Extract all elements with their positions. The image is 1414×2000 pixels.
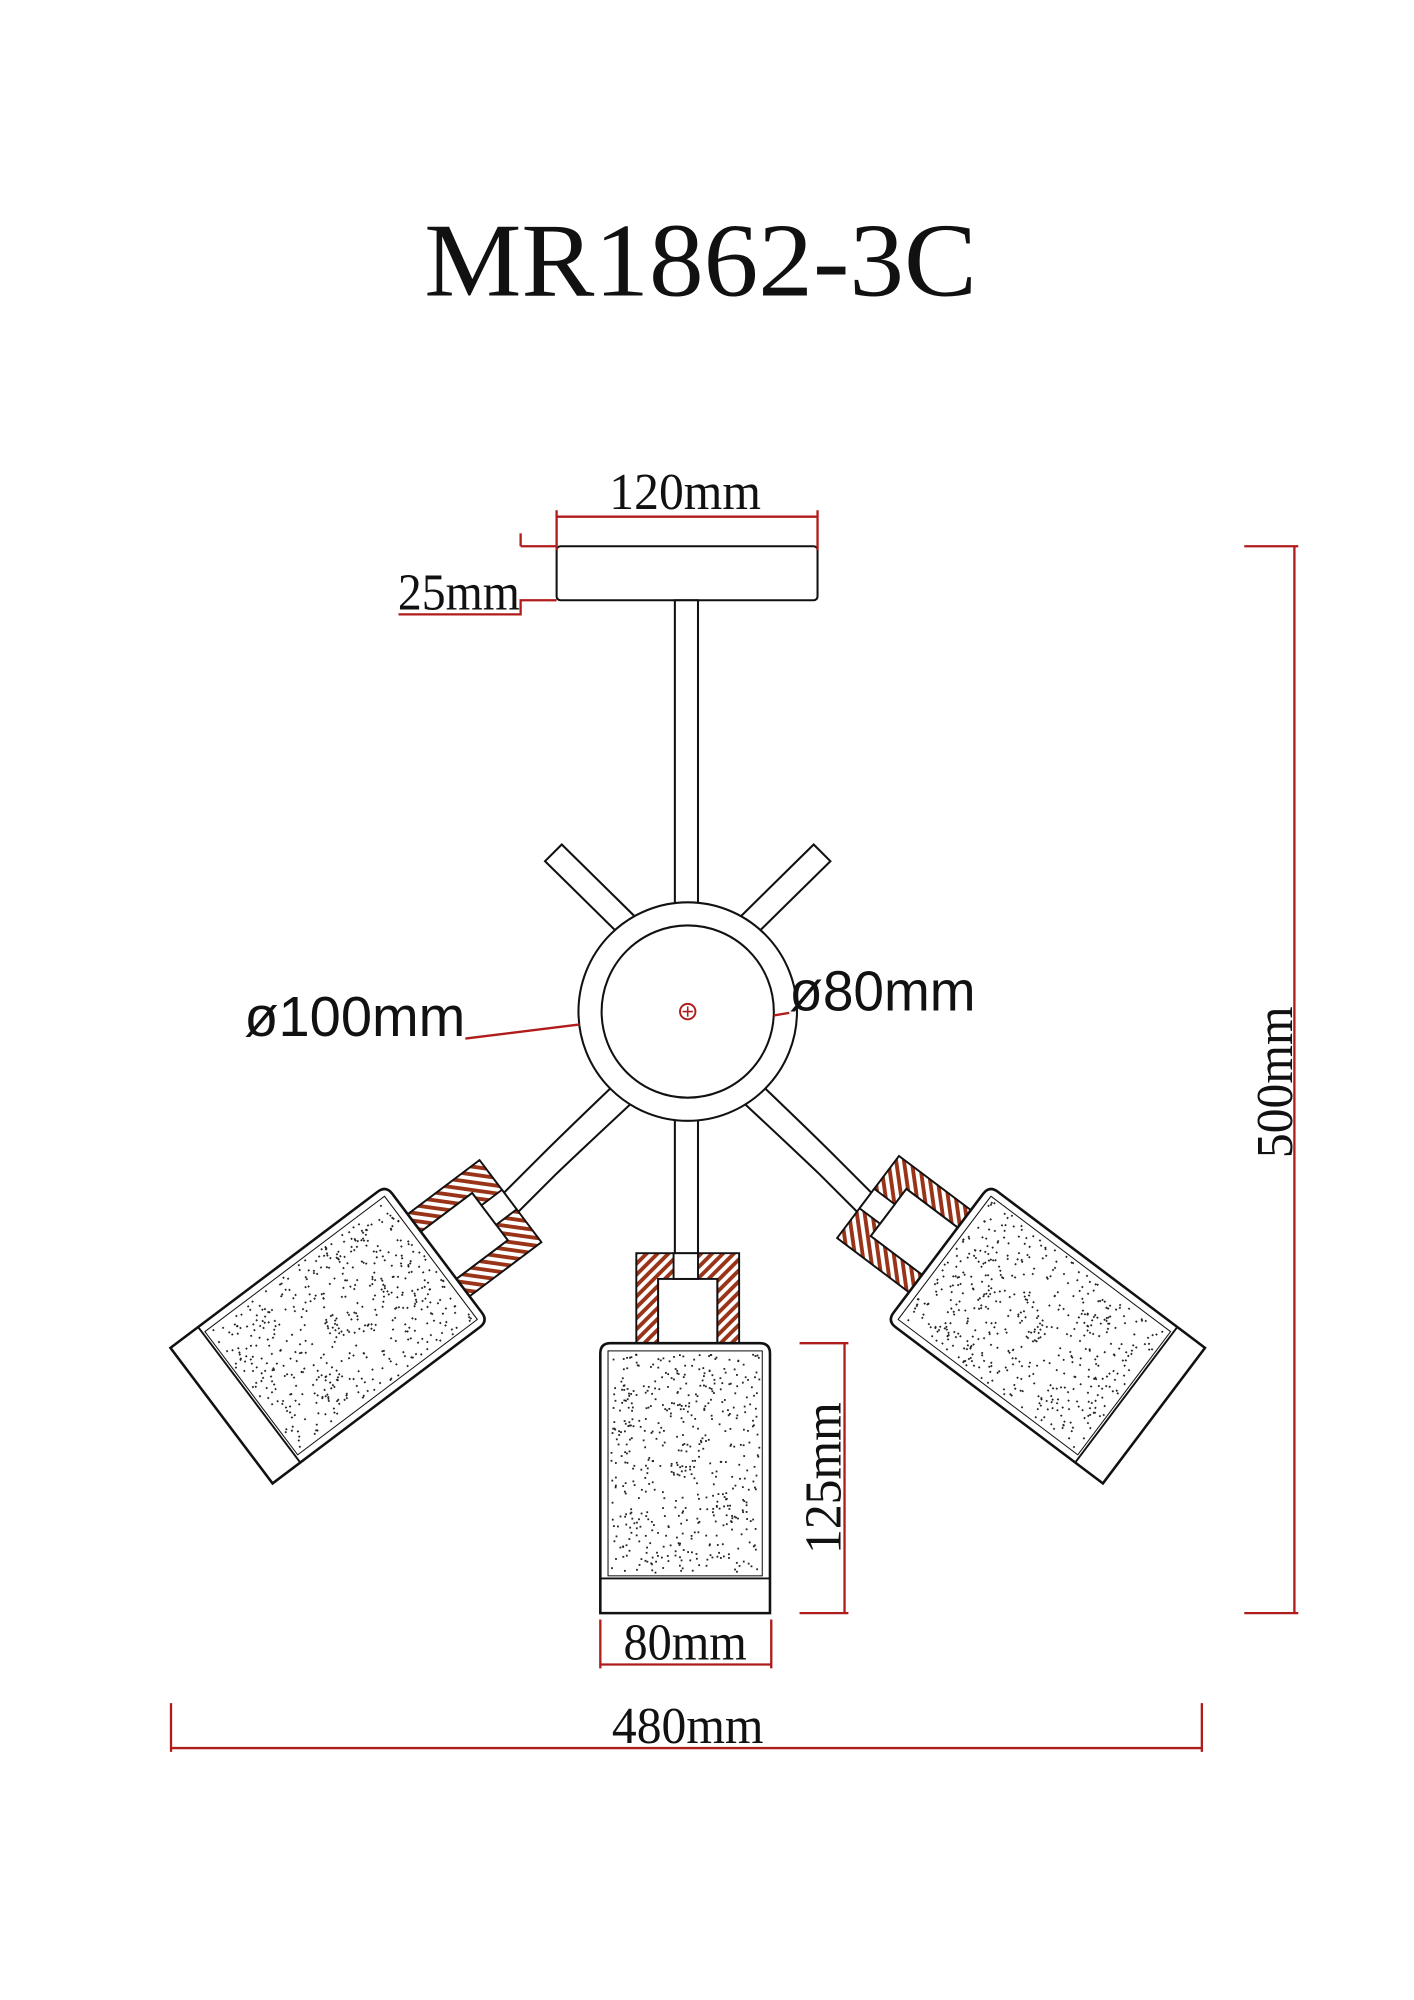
upper-arm-stubs <box>543 843 832 949</box>
svg-text:125mm: 125mm <box>796 1402 853 1554</box>
svg-text:ø100mm: ø100mm <box>244 985 465 1048</box>
dim-ring-inner: ø80mm <box>773 959 976 1022</box>
dim-ring-outer: ø100mm <box>244 985 580 1048</box>
lamp-left <box>169 1130 562 1485</box>
dim-canopy-width: 120mm <box>519 464 819 551</box>
dim-canopy-height: 25mm <box>398 564 557 621</box>
svg-text:ø80mm: ø80mm <box>789 959 975 1022</box>
lamp-right <box>814 1130 1207 1485</box>
dim-total-width: 480mm <box>169 1698 1204 1755</box>
dim-shade-width: 80mm <box>599 1614 773 1671</box>
lamp-arms <box>499 1075 876 1268</box>
svg-text:80mm: 80mm <box>623 1614 746 1671</box>
dim-total-height: 500mm <box>1244 545 1304 1615</box>
model-title: MR1862-3C <box>424 202 977 319</box>
lamp-center <box>599 1251 772 1615</box>
svg-text:480mm: 480mm <box>612 1698 764 1755</box>
svg-text:25mm: 25mm <box>398 564 520 621</box>
svg-text:120mm: 120mm <box>609 464 761 521</box>
dim-shade-height: 125mm <box>796 1342 853 1615</box>
svg-text:500mm: 500mm <box>1247 1006 1304 1158</box>
canopy <box>555 545 819 602</box>
stem <box>673 599 700 930</box>
